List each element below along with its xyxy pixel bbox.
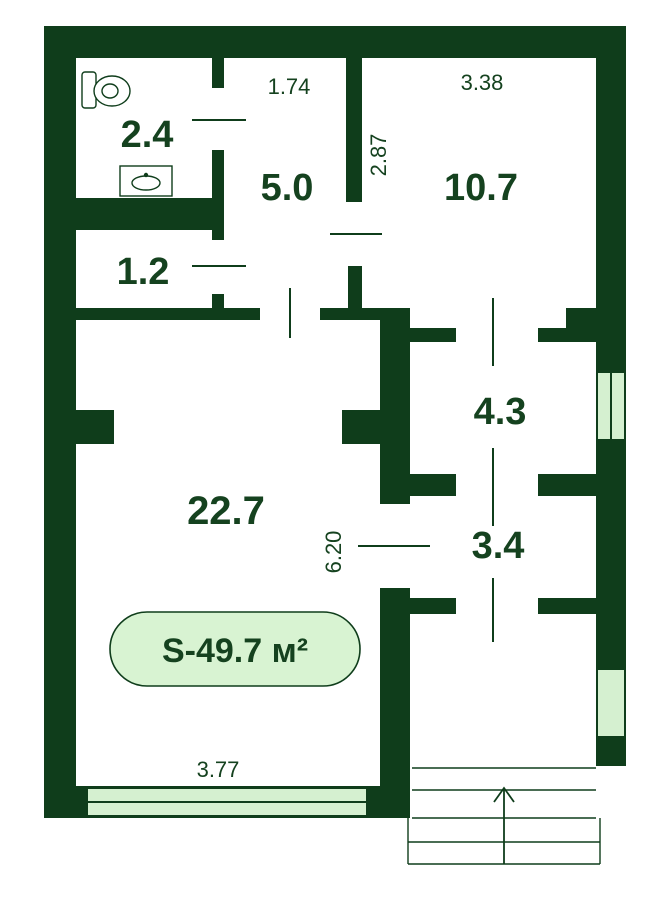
wall-hall-stub-top-left: [410, 328, 456, 342]
pillar-left: [76, 410, 114, 444]
wall-hall-stub-low-right: [538, 598, 596, 614]
sink-icon: [119, 165, 173, 197]
wall-hall-stub-mid-left: [410, 474, 456, 496]
total-area-label: S-49.7 м²: [162, 632, 308, 670]
wall-storage-right-upper: [212, 230, 224, 240]
door-lines: [192, 119, 494, 642]
dim-main-room-length: 6.20: [321, 531, 346, 574]
wall-bathroom-bottom: [76, 198, 224, 230]
wall-storage-bottom: [76, 308, 260, 320]
dim-corridor-length: 2.87: [366, 134, 391, 177]
area-hall-upper: 4.3: [474, 391, 527, 433]
wall-hall-vertical: [380, 308, 410, 504]
dim-main-room-width: 3.77: [197, 757, 240, 782]
wall-hall-stub-top-right: [538, 328, 596, 342]
windows: [88, 373, 624, 815]
area-corridor: 5.0: [261, 167, 314, 209]
dim-office-width: 3.38: [461, 70, 504, 95]
dim-corridor-width: 1.74: [268, 74, 311, 99]
wall-left: [44, 26, 76, 818]
area-office-right: 10.7: [444, 167, 518, 209]
wall-hall-stub-mid-right: [538, 474, 596, 496]
wall-storage-right-lower: [212, 294, 224, 308]
pillar-middle: [342, 410, 382, 444]
total-area-badge: S-49.7 м²: [109, 611, 361, 687]
toilet-icon: [81, 71, 131, 109]
wall-hall-stub-low-left: [410, 598, 456, 614]
entrance-arrow-icon: [493, 786, 515, 864]
area-main-room: 22.7: [187, 489, 265, 533]
wall-corridor-office: [346, 58, 362, 202]
area-hall-lower: 3.4: [472, 525, 525, 567]
wall-top: [44, 26, 626, 58]
wall-hall-lower-vertical: [380, 588, 410, 818]
window-right-lower: [598, 670, 624, 736]
wall-corridor-stub: [348, 266, 362, 314]
wall-bathroom-right-upper: [212, 58, 224, 88]
area-storage: 1.2: [117, 251, 170, 293]
area-bathroom: 2.4: [121, 114, 174, 156]
wall-hall-corner-top-right: [566, 308, 596, 328]
